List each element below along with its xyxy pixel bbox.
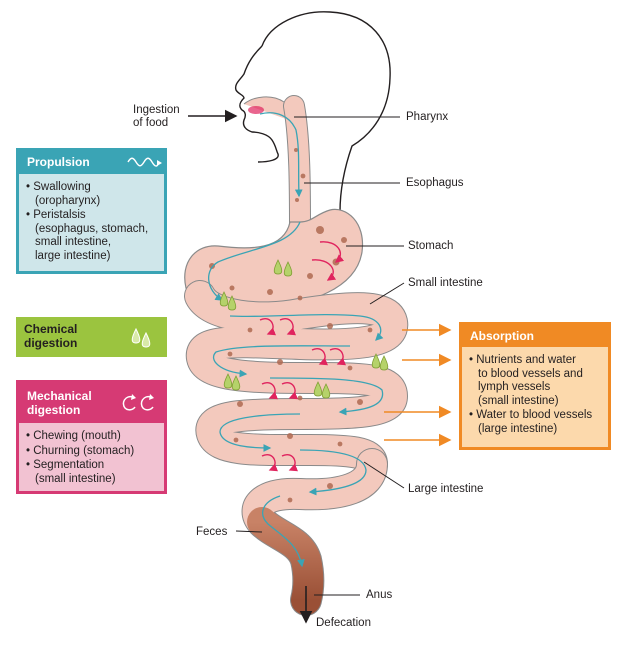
- mechanical-title: Mechanical digestion: [27, 389, 92, 417]
- absorption-item: • Water to blood vessels (large intestin…: [469, 409, 593, 435]
- small-intestine-tube: [184, 280, 409, 616]
- label-stomach: Stomach: [408, 240, 454, 252]
- propulsion-item: • Swallowing (oropharynx): [26, 181, 101, 207]
- label-feces: Feces: [196, 526, 228, 538]
- mechanical-item: • Churning (stomach): [26, 444, 135, 457]
- mechanical-digestion-panel: Mechanical digestion • Chewing (mouth) •…: [16, 380, 167, 494]
- absorption-item: • Nutrients and water to blood vessels a…: [469, 354, 583, 407]
- propulsion-list: • Swallowing (oropharynx) • Peristalsis …: [26, 181, 166, 264]
- absorption-title: Absorption: [470, 329, 534, 343]
- head-outline: [234, 11, 391, 213]
- label-small-intestine: Small intestine: [408, 277, 483, 289]
- absorption-list: • Nutrients and water to blood vessels a…: [469, 354, 611, 437]
- label-esophagus: Esophagus: [406, 177, 464, 189]
- churning-icon: [122, 394, 154, 411]
- absorption-arrows: [384, 323, 452, 447]
- label-large-intestine: Large intestine: [408, 483, 484, 495]
- propulsion-path: [208, 112, 384, 568]
- label-defecation: Defecation: [316, 617, 371, 629]
- label-anus: Anus: [366, 589, 393, 601]
- enzyme-drops-icon: [131, 327, 151, 348]
- chemical-digestion-drops: [219, 259, 389, 399]
- wave-icon: [127, 157, 162, 167]
- propulsion-title: Propulsion: [27, 155, 90, 169]
- propulsion-item: • Peristalsis (esophagus, stomach, small…: [26, 209, 149, 262]
- leader-lines: [188, 109, 405, 624]
- chemical-title: Chemical digestion: [24, 322, 78, 350]
- mechanical-item: • Chewing (mouth): [26, 430, 121, 442]
- mechanical-item: • Segmentation (small intestine): [26, 459, 116, 485]
- mechanical-digestion-arrows: [259, 241, 347, 472]
- propulsion-panel: Propulsion • Swallowing (oropharynx) • P…: [16, 148, 167, 274]
- chemical-digestion-panel: Chemical digestion: [16, 317, 167, 357]
- label-ingestion: Ingestion of food: [133, 104, 180, 129]
- absorption-panel: Absorption • Nutrients and water to bloo…: [459, 322, 611, 450]
- label-pharynx: Pharynx: [406, 111, 449, 123]
- mechanical-list: • Chewing (mouth) • Churning (stomach) •…: [26, 430, 166, 487]
